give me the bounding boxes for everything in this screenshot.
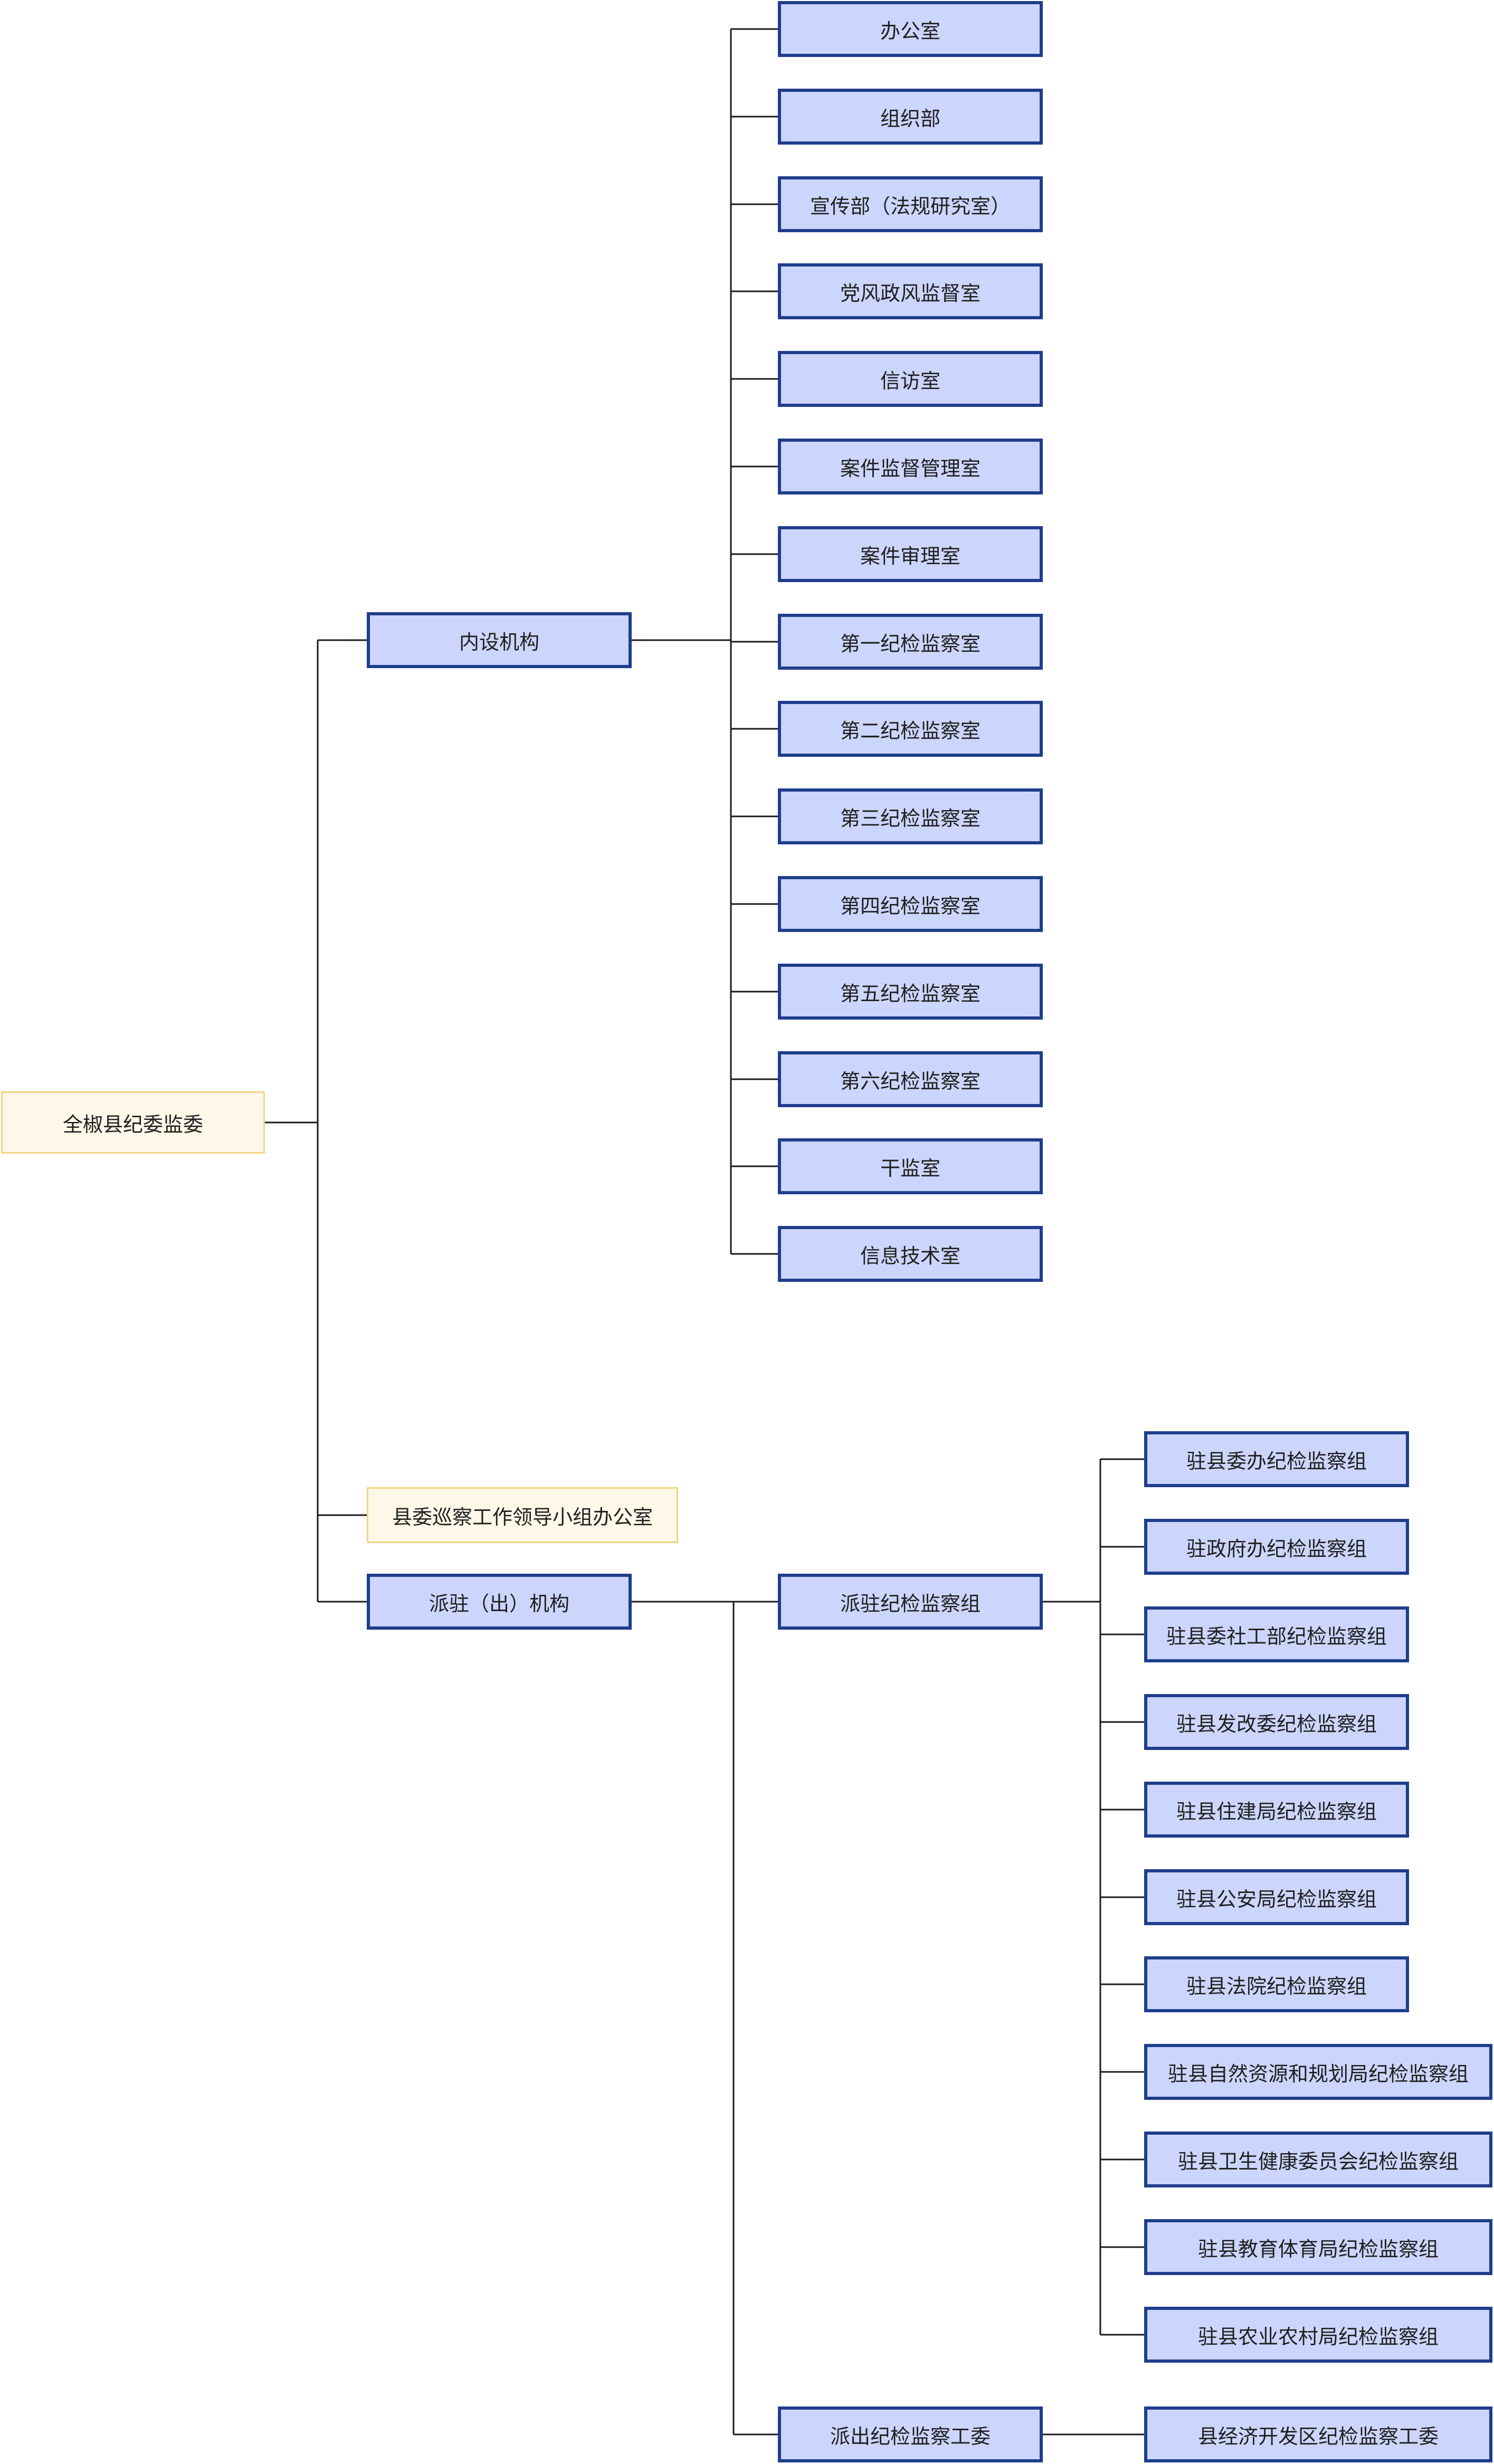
dispatched-group-node: 驻县委办纪检监察组 [1144,1431,1409,1487]
dispatched-groups-node: 派驻纪检监察组 [778,1574,1043,1630]
internal-dept-node: 第五纪检监察室 [778,964,1043,1020]
dispatched-group-node: 驻政府办纪检监察组 [1144,1519,1409,1575]
internal-dept-node: 信息技术室 [778,1226,1043,1282]
internal-dept-node: 办公室 [778,1,1043,57]
internal-dept-node: 第六纪检监察室 [778,1051,1043,1107]
dispatched-group-node: 驻县委社工部纪检监察组 [1144,1606,1409,1662]
internal-dept-node: 组织部 [778,89,1043,145]
internal-dept-node: 干监室 [778,1138,1043,1194]
internal-dept-node: 第三纪检监察室 [778,788,1043,844]
inspection-office-node: 县委巡察工作领导小组办公室 [367,1487,678,1543]
internal-dept-node: 案件审理室 [778,526,1043,582]
dispatched-group-node: 驻县法院纪检监察组 [1144,1956,1409,2012]
dispatched-group-node: 驻县教育体育局纪检监察组 [1144,2219,1492,2275]
internal-dept-node: 第四纪检监察室 [778,876,1043,932]
branch-internal-node: 内设机构 [367,612,632,668]
internal-dept-node: 第一纪检监察室 [778,614,1043,670]
working-committee-child-node: 县经济开发区纪检监察工委 [1144,2406,1492,2462]
dispatched-group-node: 驻县住建局纪检监察组 [1144,1782,1409,1838]
working-committee-node: 派出纪检监察工委 [778,2406,1043,2462]
dispatched-group-node: 驻县自然资源和规划局纪检监察组 [1144,2044,1492,2100]
internal-dept-node: 案件监督管理室 [778,439,1043,494]
internal-dept-node: 党风政风监督室 [778,263,1043,319]
dispatched-group-node: 驻县卫生健康委员会纪检监察组 [1144,2132,1492,2187]
dispatched-group-node: 驻县发改委纪检监察组 [1144,1694,1409,1750]
branch-dispatched-node: 派驻（出）机构 [367,1574,632,1630]
dispatched-group-node: 驻县公安局纪检监察组 [1144,1869,1409,1925]
internal-dept-node: 信访室 [778,351,1043,407]
internal-dept-node: 第二纪检监察室 [778,701,1043,757]
root-node: 全椒县纪委监委 [1,1091,265,1154]
dispatched-group-node: 驻县农业农村局纪检监察组 [1144,2307,1492,2363]
internal-dept-node: 宣传部（法规研究室） [778,176,1043,232]
